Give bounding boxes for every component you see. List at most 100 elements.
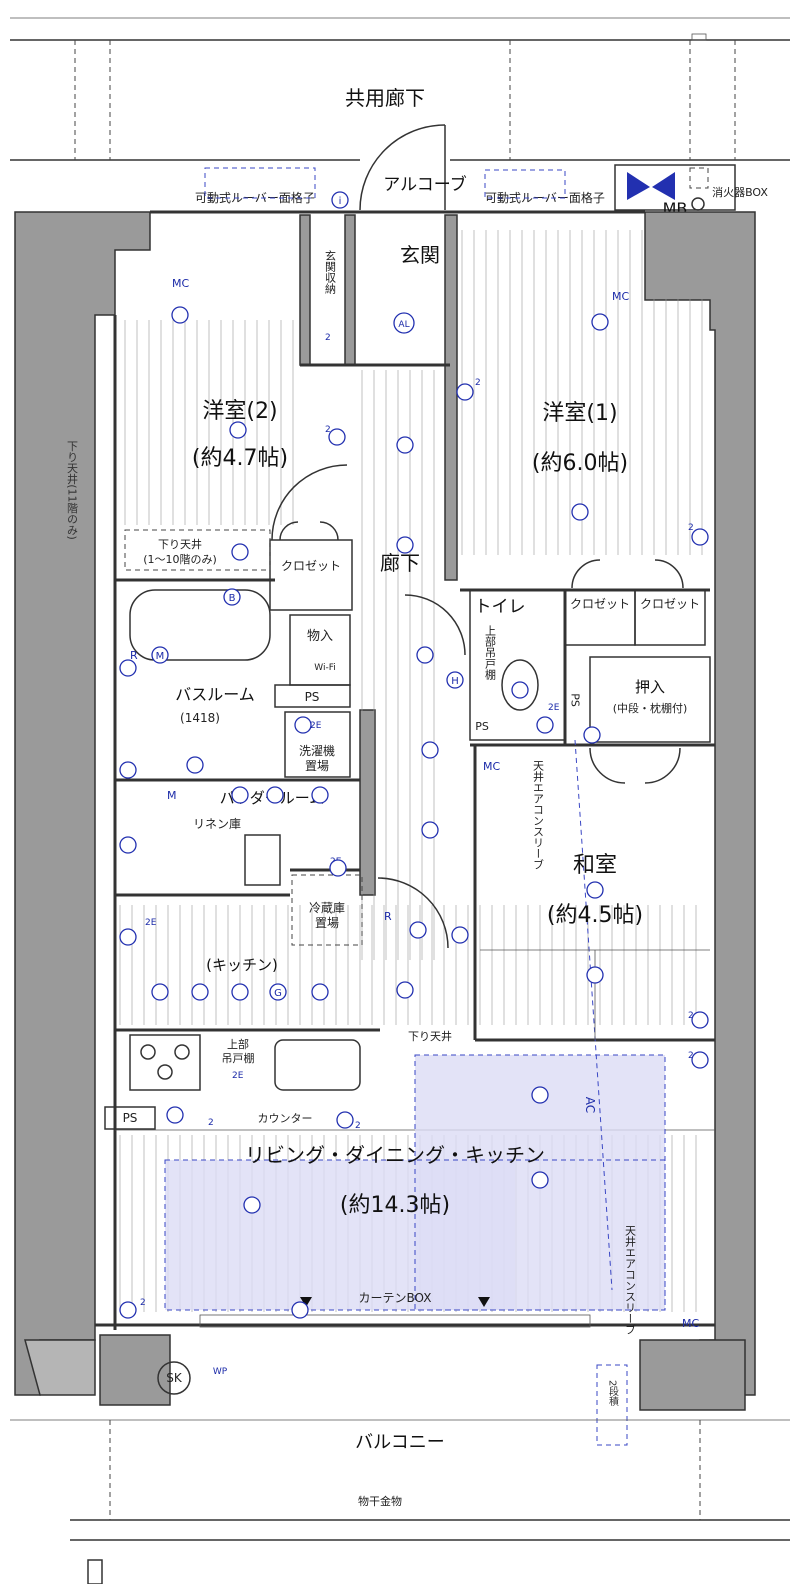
svg-text:2E: 2E [232, 1071, 244, 1081]
fixture-symbol [336, 1111, 354, 1129]
closet-2-label: クロゼット [570, 597, 630, 611]
svg-text:2: 2 [355, 1121, 361, 1131]
western-room-2-label: 洋室(2) [202, 399, 277, 424]
fixture-symbol [691, 528, 709, 546]
bathroom-label: バスルーム [175, 685, 255, 704]
mc-symbol-2: MC [612, 290, 629, 303]
fixture-symbol [119, 1301, 137, 1319]
doors [271, 464, 684, 949]
closet-1-label: クロゼット [281, 559, 341, 573]
fridge-label-2: 置場 [315, 916, 339, 930]
counter-label: カウンター [258, 1112, 313, 1125]
bathtub [129, 589, 271, 661]
fixture-symbol [243, 1196, 261, 1214]
mb-box [614, 164, 736, 211]
svg-text:2: 2 [325, 425, 331, 435]
equipment-symbols: MC MC MC MC B M R M H G R 2 2 2 2 2 2 2 … [130, 277, 699, 1330]
dropped-ceiling-2: 下り天井 [408, 1029, 452, 1043]
svg-text:2: 2 [688, 523, 694, 533]
fixture-symbol [151, 983, 169, 1001]
bath-b-symbol: B [229, 593, 236, 604]
toilet-fixture [501, 659, 539, 711]
alcove-door-swing [359, 124, 446, 211]
ac-sleeve-1-label: 天井エアコンスリーブ [532, 760, 545, 870]
stove [129, 1034, 201, 1091]
two-step-label: 2段積 [607, 1380, 619, 1407]
fixture-symbol [229, 421, 247, 439]
powder-m-symbol: M [167, 789, 177, 802]
corridor-area [10, 17, 790, 161]
oshiire-sub-label: (中段・枕棚付) [613, 701, 688, 715]
sink [274, 1039, 361, 1091]
fixture-symbol [329, 859, 347, 877]
wp-label: WP [213, 1367, 228, 1377]
ps-4-label: PS [123, 1111, 138, 1125]
bath-size-label: (1418) [180, 711, 220, 725]
fixture-symbol [291, 1301, 309, 1319]
heater-h-symbol: H [451, 676, 459, 687]
ac-sleeve-2-label: 天井エアコンスリーブ [624, 1225, 637, 1335]
washer-label-2: 置場 [305, 759, 329, 773]
fixture-symbol [511, 681, 529, 699]
fixture-symbol [586, 881, 604, 899]
entrance-label: 玄関 [400, 243, 440, 267]
kitchen-r-symbol: R [384, 910, 392, 923]
fixture-symbol [119, 928, 137, 946]
western-room-2-size: (約4.7帖) [192, 446, 288, 471]
mc-symbol-4: MC [682, 1317, 699, 1330]
svg-text:AL: AL [398, 320, 409, 330]
upper-cabinet-k1: 上部 [227, 1037, 249, 1051]
storage-label: 物入 [307, 629, 333, 644]
fixture-symbol [416, 646, 434, 664]
fixture-symbol [456, 383, 474, 401]
fixture-symbol [166, 1106, 184, 1124]
wifi-label: Wi-Fi [314, 663, 335, 673]
lighting-fixtures [119, 306, 709, 1319]
interior-walls [113, 214, 715, 1330]
fixture-symbol [119, 761, 137, 779]
fixture-symbol [119, 836, 137, 854]
svg-text:2: 2 [688, 1011, 694, 1021]
dropped-ceiling-note: 下り天井(11階のみ) [66, 440, 79, 540]
entrance-storage-label: 玄関収納 [324, 249, 337, 295]
svg-text:2E: 2E [548, 703, 560, 713]
ac-sleeve-line [574, 739, 613, 1291]
fixture-symbol [311, 786, 329, 804]
fixture-symbol [231, 543, 249, 561]
fixture-symbol [328, 428, 346, 446]
sk-label: SK [166, 1371, 183, 1385]
laundry-hanger-label: 物干金物 [358, 1494, 402, 1508]
mc-symbol-3: MC [483, 760, 500, 773]
kitchen-label: (キッチン) [206, 956, 278, 974]
fixture-symbol [421, 821, 439, 839]
extinguisher-label: 消火器BOX [712, 185, 768, 199]
western-room-1-label: 洋室(1) [542, 401, 617, 426]
svg-text:2E: 2E [145, 918, 157, 928]
ps-3-label: PS [569, 693, 582, 707]
fixture-symbol [119, 659, 137, 677]
fixture-symbol [591, 313, 609, 331]
fixture-symbol [396, 536, 414, 554]
svg-text:2: 2 [475, 378, 481, 388]
fixture-symbol [421, 741, 439, 759]
fixture-symbol [583, 726, 601, 744]
svg-text:2: 2 [140, 1298, 146, 1308]
fixture-symbol [186, 756, 204, 774]
fixture-symbol [231, 983, 249, 1001]
dropped-ceiling-1: 下り天井 [158, 537, 202, 551]
fridge-label: 冷蔵庫 [309, 901, 345, 915]
corridor-label: 廊下 [380, 551, 420, 575]
mc-symbol-1: MC [172, 277, 189, 290]
japanese-room-size: (約4.5帖) [547, 903, 643, 928]
fixture-symbol [231, 786, 249, 804]
ps-1-label: PS [305, 690, 320, 704]
upper-cabinet-k2: 吊戸棚 [222, 1051, 255, 1065]
gas-g-symbol: G [274, 988, 282, 999]
fixture-symbol [451, 926, 469, 944]
linen-label: リネン庫 [193, 817, 241, 831]
balcony-label: バルコニー [355, 1432, 445, 1453]
fixture-symbol [691, 1011, 709, 1029]
fixture-symbol [396, 981, 414, 999]
intercom-icon [331, 191, 349, 209]
svg-text:2E: 2E [310, 721, 322, 731]
